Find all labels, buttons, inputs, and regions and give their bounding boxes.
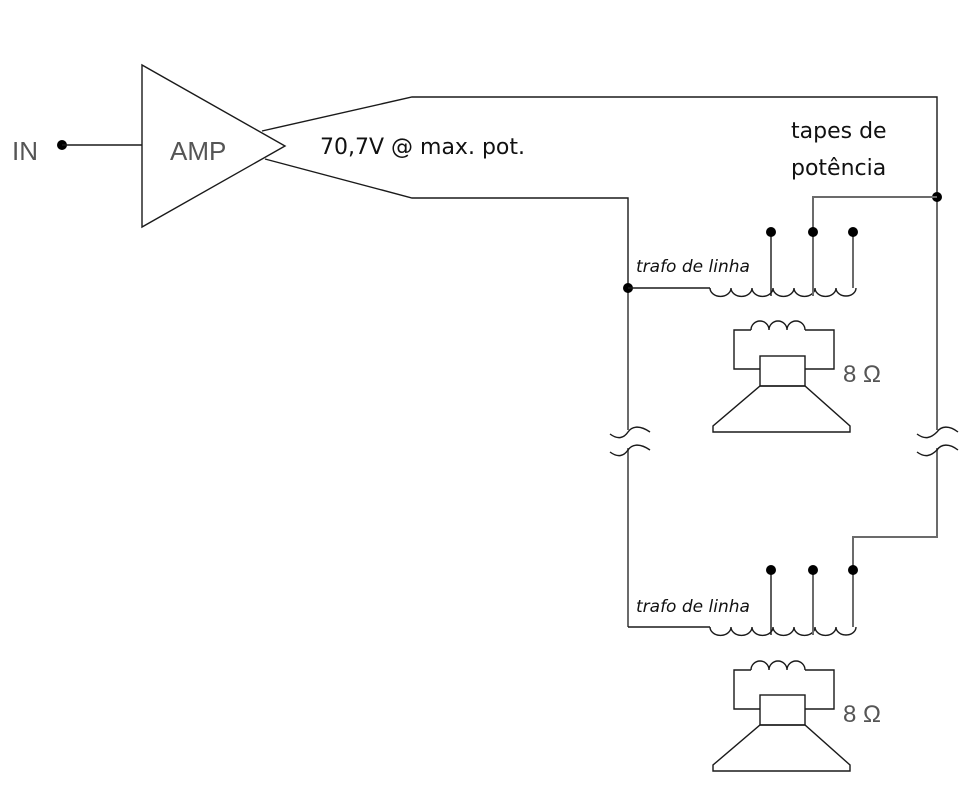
amp-label: AMP xyxy=(170,136,226,166)
primary-coil xyxy=(709,287,857,298)
tap-dot xyxy=(848,565,858,575)
wire-break-left xyxy=(609,426,651,457)
transformer-label: trafo de linha xyxy=(636,597,750,617)
tap-dot xyxy=(848,227,858,237)
tap-dot xyxy=(766,227,776,237)
tap-dot xyxy=(766,565,776,575)
tap-connection-2 xyxy=(852,448,938,570)
tap-dot xyxy=(808,227,818,237)
tap-dot xyxy=(808,565,818,575)
line-transformer-1: trafo de linha xyxy=(628,227,858,298)
input-label: IN xyxy=(12,136,38,166)
amplifier-triangle xyxy=(141,63,287,229)
line-voltage-label: 70,7V @ max. pot. xyxy=(320,135,525,160)
speaker-2: 8 Ω xyxy=(712,660,881,772)
output-line-top xyxy=(261,96,938,197)
speaker-cone xyxy=(712,724,851,772)
speaker-impedance: 8 Ω xyxy=(843,701,881,728)
wire-break-right xyxy=(916,426,959,457)
speaker-1: 8 Ω xyxy=(712,320,881,433)
primary-coil xyxy=(709,626,857,637)
output-line-bottom xyxy=(264,158,629,288)
transformer-label: trafo de linha xyxy=(636,257,750,277)
taps-label-line1: tapes de xyxy=(791,119,887,144)
taps-label-line2: potência xyxy=(791,156,886,181)
speaker-impedance: 8 Ω xyxy=(843,361,881,388)
speaker-cone xyxy=(712,385,851,433)
line-transformer-2: trafo de linha xyxy=(628,565,858,637)
tap-connection-1 xyxy=(812,196,937,232)
